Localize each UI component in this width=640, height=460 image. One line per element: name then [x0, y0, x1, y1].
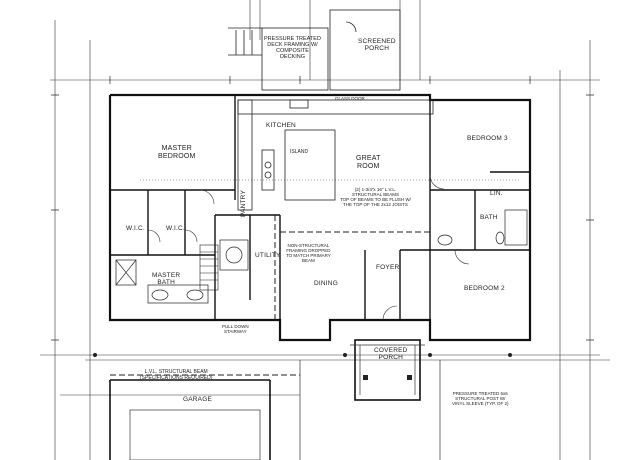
- label-island: ISLAND: [290, 149, 309, 155]
- kitchen-island: [284, 129, 336, 201]
- note-deck-framing: PRESSURE TREATED DECK FRAMING W/ COMPOSI…: [264, 36, 321, 61]
- note-non-structural-framing: NON-STRUCTURAL FRAMING DROPPED TO MATCH …: [286, 243, 331, 263]
- covered-porch-outline: [354, 339, 421, 401]
- room-label-garage: GARAGE: [183, 396, 213, 403]
- room-label-bath: BATH: [480, 214, 498, 221]
- screened-porch-outline: [329, 9, 401, 91]
- room-label-linen: LIN.: [490, 190, 503, 197]
- room-label-wic-1: W.I.C.: [126, 225, 145, 232]
- room-label-foyer: FOYER: [376, 264, 400, 271]
- room-label-pantry: PANTRY: [240, 190, 247, 217]
- note-pressure-treated-post: PRESSURE TREATED 6x6 STRUCTURAL POST W/ …: [452, 391, 509, 406]
- room-label-master-bath: MASTER BATH: [152, 272, 181, 287]
- note-pull-down-stairway: PULL DOWN STAIRWAY: [222, 324, 249, 334]
- room-label-great-room: GREAT ROOM: [356, 155, 381, 170]
- note-lvl-beam: L.V.L. STRUCTURAL BEAM (SPECIFICATIONS R…: [140, 369, 213, 381]
- garage-door-outline: [129, 409, 261, 460]
- room-label-bedroom-3: BEDROOM 3: [467, 135, 508, 142]
- room-label-bedroom-2: BEDROOM 2: [464, 285, 505, 292]
- deck-outline: [261, 27, 329, 91]
- room-label-wic-2: W.I.C.: [166, 225, 185, 232]
- note-structural-beam: (2) 1-3/4"x 16" L.V.L. STRUCTURAL BEAMS …: [340, 187, 411, 207]
- room-label-screened-porch: SCREENED PORCH: [358, 38, 396, 53]
- room-label-utility: UTILITY: [255, 252, 281, 259]
- room-label-dining: DINING: [314, 280, 338, 287]
- room-label-covered-porch: COVERED PORCH: [374, 347, 408, 362]
- note-glass-door: GLASS DOOR: [335, 96, 365, 101]
- room-label-kitchen: KITCHEN: [266, 122, 296, 129]
- room-label-master-bedroom: MASTER BEDROOM: [158, 145, 196, 160]
